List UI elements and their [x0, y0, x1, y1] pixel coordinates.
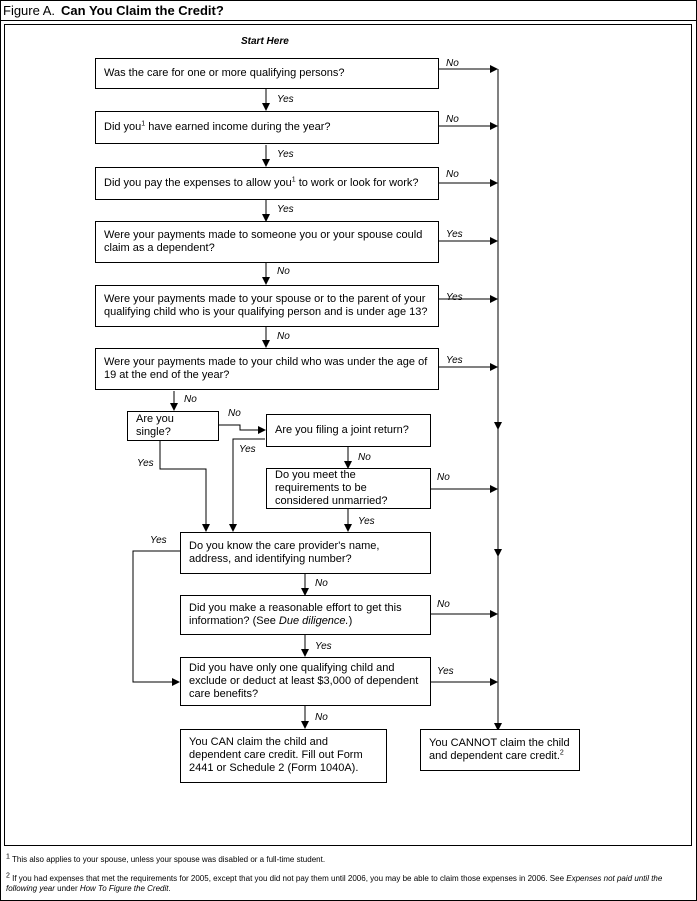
label-yes: Yes	[277, 149, 294, 160]
question-pay-expenses: Did you pay the expenses to allow you1 t…	[95, 167, 439, 200]
label-no: No	[277, 266, 290, 277]
question-earned-income: Did you1 have earned income during the y…	[95, 111, 439, 144]
figure-number: Figure A.	[3, 3, 56, 18]
label-no: No	[446, 114, 459, 125]
label-yes: Yes	[277, 94, 294, 105]
label-yes: Yes	[437, 666, 454, 677]
question-single: Are you single?	[127, 411, 219, 441]
label-no: No	[446, 169, 459, 180]
label-no: No	[358, 452, 371, 463]
label-yes: Yes	[446, 229, 463, 240]
q7-no-arrow	[219, 424, 266, 434]
question-qualifying-persons: Was the care for one or more qualifying …	[95, 58, 439, 89]
flowchart-area	[4, 24, 692, 846]
label-no: No	[277, 331, 290, 342]
footnote-2: 2 If you had expenses that met the requi…	[6, 872, 663, 893]
label-yes: Yes	[239, 444, 256, 455]
question-reasonable-effort: Did you make a reasonable effort to get …	[180, 595, 431, 635]
label-no: No	[228, 408, 241, 419]
question-spouse-parent: Were your payments made to your spouse o…	[95, 285, 439, 327]
label-no: No	[184, 394, 197, 405]
label-yes: Yes	[358, 516, 375, 527]
q10-yes-arrow	[132, 550, 180, 686]
question-dependent: Were your payments made to someone you o…	[95, 221, 439, 263]
label-yes: Yes	[137, 458, 154, 469]
label-yes: Yes	[446, 292, 463, 303]
label-yes: Yes	[315, 641, 332, 652]
label-no: No	[315, 578, 328, 589]
figure-title-text: Can You Claim the Credit?	[61, 3, 224, 18]
figure-title: Figure A. Can You Claim the Credit?	[3, 3, 224, 18]
label-no: No	[437, 599, 450, 610]
q7-yes-arrow	[159, 441, 210, 532]
title-rule	[0, 20, 697, 21]
question-joint-return: Are you filing a joint return?	[266, 414, 431, 447]
question-child-under-19: Were your payments made to your child wh…	[95, 348, 439, 390]
question-unmarried: Do you meet the requirements to be consi…	[266, 468, 431, 509]
q8-yes-arrow	[229, 438, 265, 532]
result-can-claim: You CAN claim the child and dependent ca…	[180, 729, 387, 783]
start-here-label: Start Here	[241, 36, 289, 47]
result-cannot-claim: You CANNOT claim the child and dependent…	[420, 729, 580, 771]
label-yes: Yes	[150, 535, 167, 546]
label-yes: Yes	[277, 204, 294, 215]
label-no: No	[446, 58, 459, 69]
question-one-child-benefits: Did you have only one qualifying child a…	[180, 657, 431, 706]
label-yes: Yes	[446, 355, 463, 366]
question-provider-info: Do you know the care provider's name, ad…	[180, 532, 431, 574]
label-no: No	[437, 472, 450, 483]
footnote-1: 1 This also applies to your spouse, unle…	[6, 853, 326, 864]
label-no: No	[315, 712, 328, 723]
